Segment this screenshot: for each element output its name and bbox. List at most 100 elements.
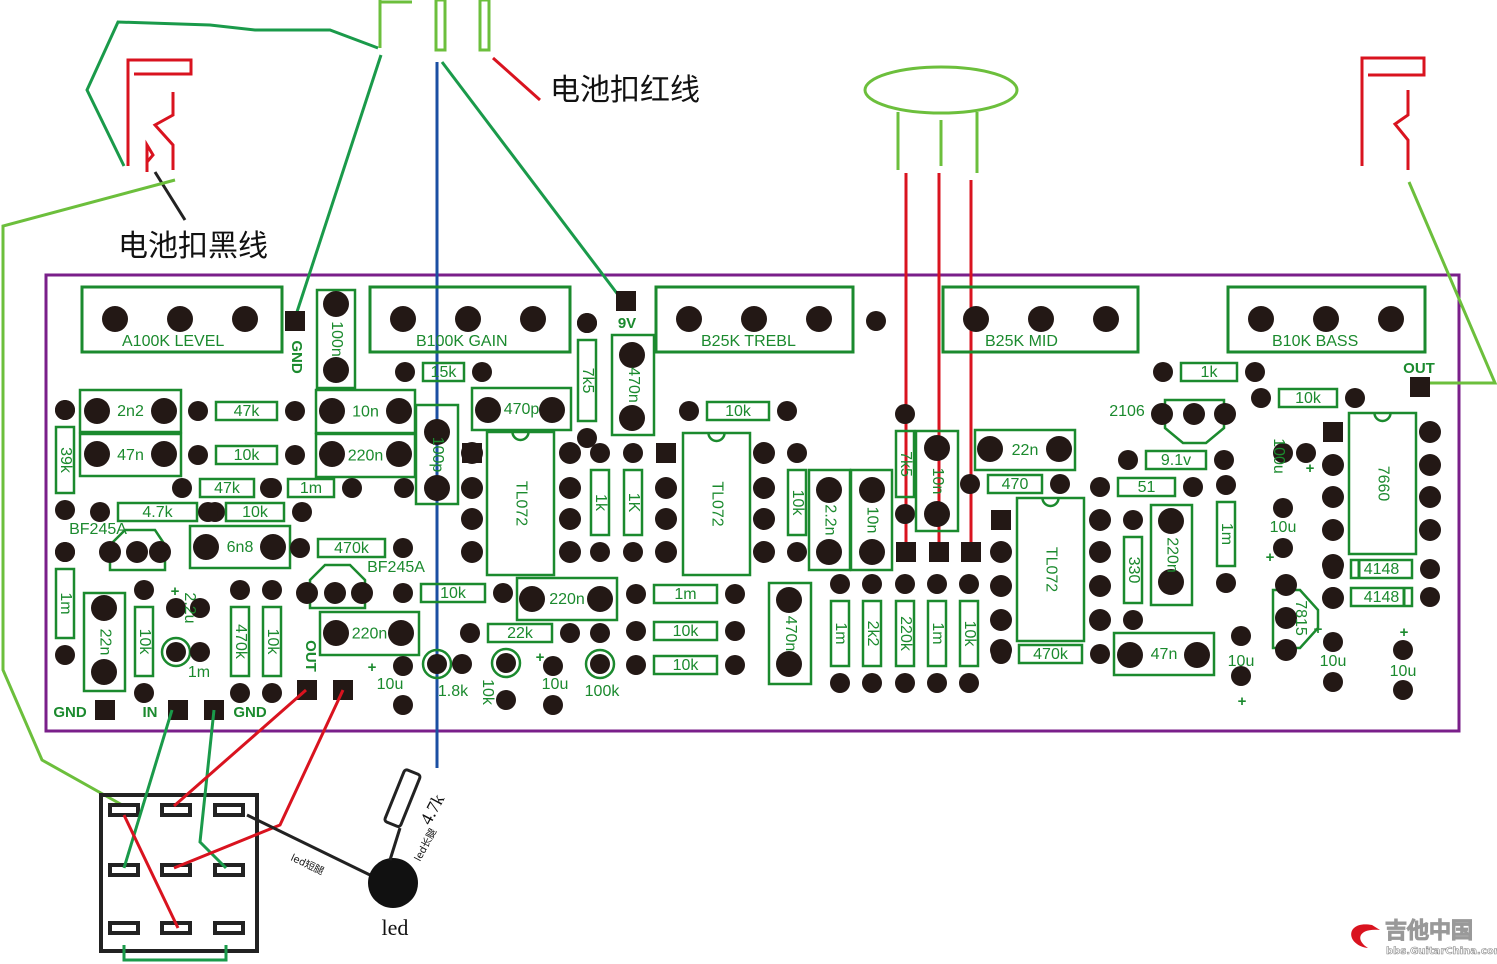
pad [577,313,597,333]
resistor [829,599,851,668]
pad [590,654,610,674]
part-label: 470 [1002,476,1029,493]
input-jack [126,58,193,172]
part-label: 47k [214,480,241,497]
resistor [1349,558,1414,580]
resistor [229,605,251,678]
wire-9v [440,61,624,301]
pot-pad [741,306,767,332]
square-pad [168,700,188,720]
pad [1231,626,1251,646]
pad-label-out: OUT [302,640,319,672]
part-label: 10k [725,403,752,420]
pad [1046,436,1072,462]
pad [787,443,807,463]
pad [859,539,885,565]
trimmer-outline [584,648,616,680]
capacitor [515,576,619,622]
pad [296,582,318,604]
pad [776,587,802,613]
pad [198,502,218,522]
pad [230,580,250,600]
part-label: 10k [136,629,153,656]
wire-gnd-switch [198,709,228,870]
output-jack [1360,56,1426,170]
pot-label: B100K GAIN [416,333,508,350]
switch-lug[interactable] [108,921,140,935]
capacitor [610,333,656,437]
pot-pad [232,306,258,332]
pad [895,404,915,424]
switch-lug[interactable] [160,803,192,817]
watermark-title: 吉他中国 [1385,918,1473,944]
part-label: 47n [1151,646,1178,663]
pad [386,441,412,467]
resistor [958,599,980,668]
part-label: TL072 [512,481,529,526]
pad [1323,559,1343,579]
pad [84,441,110,467]
pad [1420,587,1440,607]
switch-lug[interactable] [213,863,245,877]
switch-lug[interactable] [213,803,245,817]
pad [927,673,947,693]
footswitch-3pdt[interactable] [99,793,259,953]
pad [472,362,492,382]
pot-pad [167,306,193,332]
battery-red-label: 电池扣红线 [550,73,700,108]
pad [260,534,286,560]
resistor [1116,476,1177,498]
pot-pad [390,306,416,332]
part-label: 1m [832,622,849,644]
resistor [926,599,948,668]
pad [461,541,483,563]
part-label: 10u [542,676,569,693]
switch-lug[interactable] [213,921,245,935]
pad [626,584,646,604]
part-label: 10u [1270,519,1297,536]
pad [924,435,950,461]
pad [393,583,413,603]
pad [1214,403,1236,425]
pad [777,401,797,421]
pad [151,398,177,424]
pad [519,586,545,612]
transistor-outline [1163,398,1226,445]
pad [424,475,450,501]
part-label: 10k [234,447,261,464]
capacitor [414,403,460,506]
pad [134,683,154,703]
capacitor [82,591,127,693]
pad [395,362,415,382]
pad [623,443,643,463]
part-label: 470k [1033,646,1069,663]
transistor-label: BF245A [69,521,127,538]
resistor [316,537,387,559]
part-label: TL072 [1042,547,1059,592]
pad [319,441,345,467]
pot-pad [1248,306,1274,332]
resistor [214,444,279,466]
transistor-outline [308,563,367,610]
led-label: led [382,915,409,940]
plus-icon: + [536,649,545,666]
resistor [589,468,611,537]
square-pad [961,542,981,562]
pad [959,574,979,594]
capacitor [188,524,292,570]
resistor [1017,643,1084,665]
pad [193,534,219,560]
switch-lug[interactable] [108,803,140,817]
pad [776,651,802,677]
switch-lug[interactable] [160,863,192,877]
part-label: 1k [1201,364,1219,381]
pad [1275,574,1297,596]
pot-bass: B10K BASS [1226,285,1427,354]
wire-out-2 [173,689,345,870]
part-label: 220n [549,591,585,608]
capacitor [1149,503,1194,607]
pad [787,542,807,562]
pad [816,539,842,565]
pad [1231,666,1251,686]
pad [1214,450,1234,470]
